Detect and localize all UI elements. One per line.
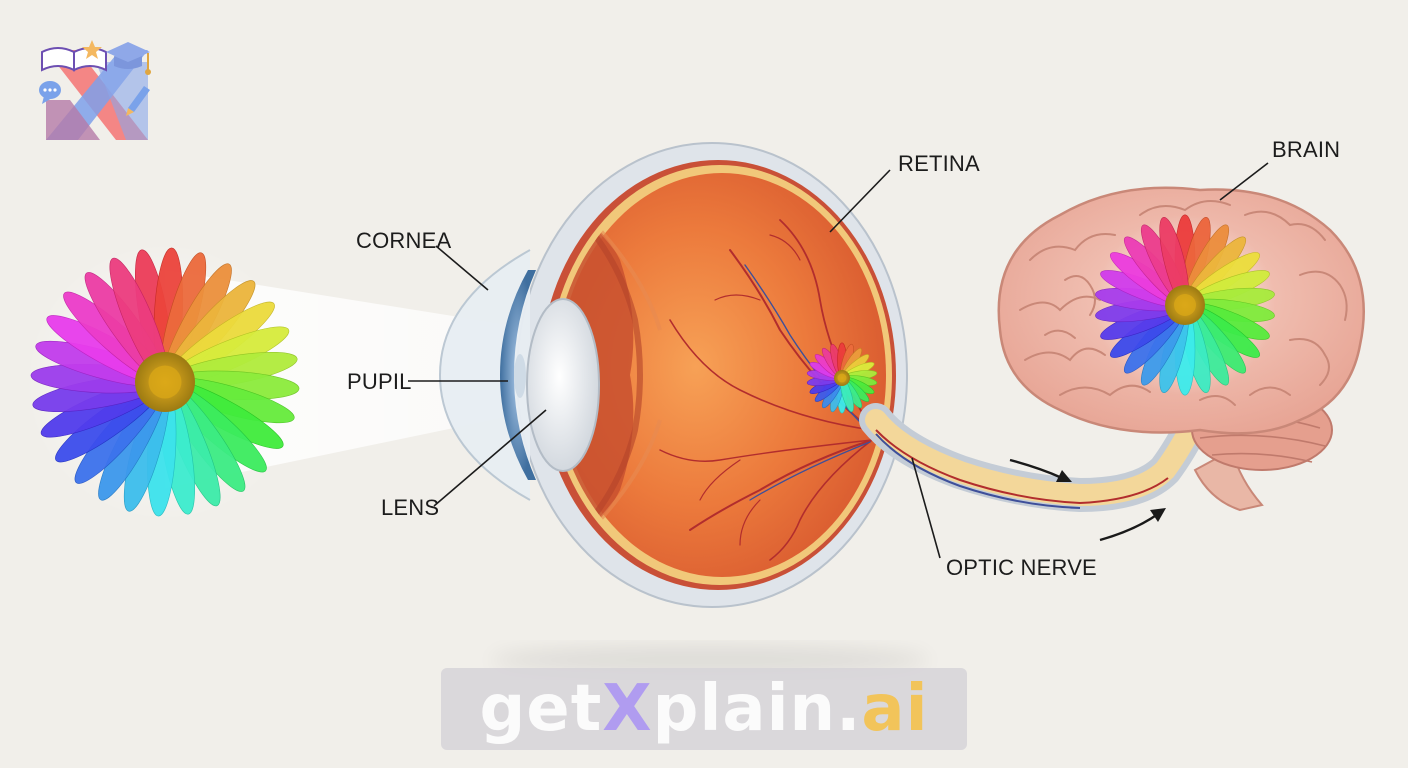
x-logo-icon — [46, 50, 148, 140]
iris — [500, 270, 536, 480]
eyeball — [516, 142, 908, 608]
brain-leader-line — [1219, 162, 1269, 201]
label-optic-nerve: OPTIC NERVE — [946, 555, 1097, 580]
flower-perceived-in-brain — [1095, 214, 1275, 396]
watermark-part-x: X — [602, 672, 653, 746]
flower-image-on-retina — [806, 342, 878, 414]
lens-leader-line — [433, 409, 547, 507]
label-retina: RETINA — [898, 151, 980, 176]
label-lens: LENS — [381, 495, 439, 520]
signal-arrow-1 — [1009, 458, 1072, 482]
label-pupil: PUPIL — [347, 369, 412, 394]
book-icon — [41, 47, 107, 72]
cornea-leader-line — [435, 245, 489, 291]
retina-leader-line — [829, 169, 891, 233]
star-icon — [82, 40, 102, 59]
lens — [526, 298, 600, 472]
eye-shadow — [490, 646, 930, 674]
flower-object — [30, 247, 300, 517]
graduation-cap-icon — [106, 42, 151, 75]
watermark-part-dot: . — [836, 672, 862, 746]
cornea — [438, 249, 531, 501]
watermark-part-ai: ai — [861, 672, 929, 746]
signal-arrow-2 — [1099, 508, 1166, 542]
optic-nerve — [859, 403, 1212, 513]
pupil — [514, 354, 526, 398]
chat-bubble-icon — [39, 81, 61, 104]
label-brain: BRAIN — [1272, 137, 1340, 162]
label-cornea: CORNEA — [356, 228, 451, 253]
optic-nerve-leader-line — [911, 457, 941, 559]
watermark-part-plain: plain — [652, 672, 837, 746]
pencil-icon — [126, 86, 150, 116]
watermark-part-get: get — [479, 672, 603, 746]
